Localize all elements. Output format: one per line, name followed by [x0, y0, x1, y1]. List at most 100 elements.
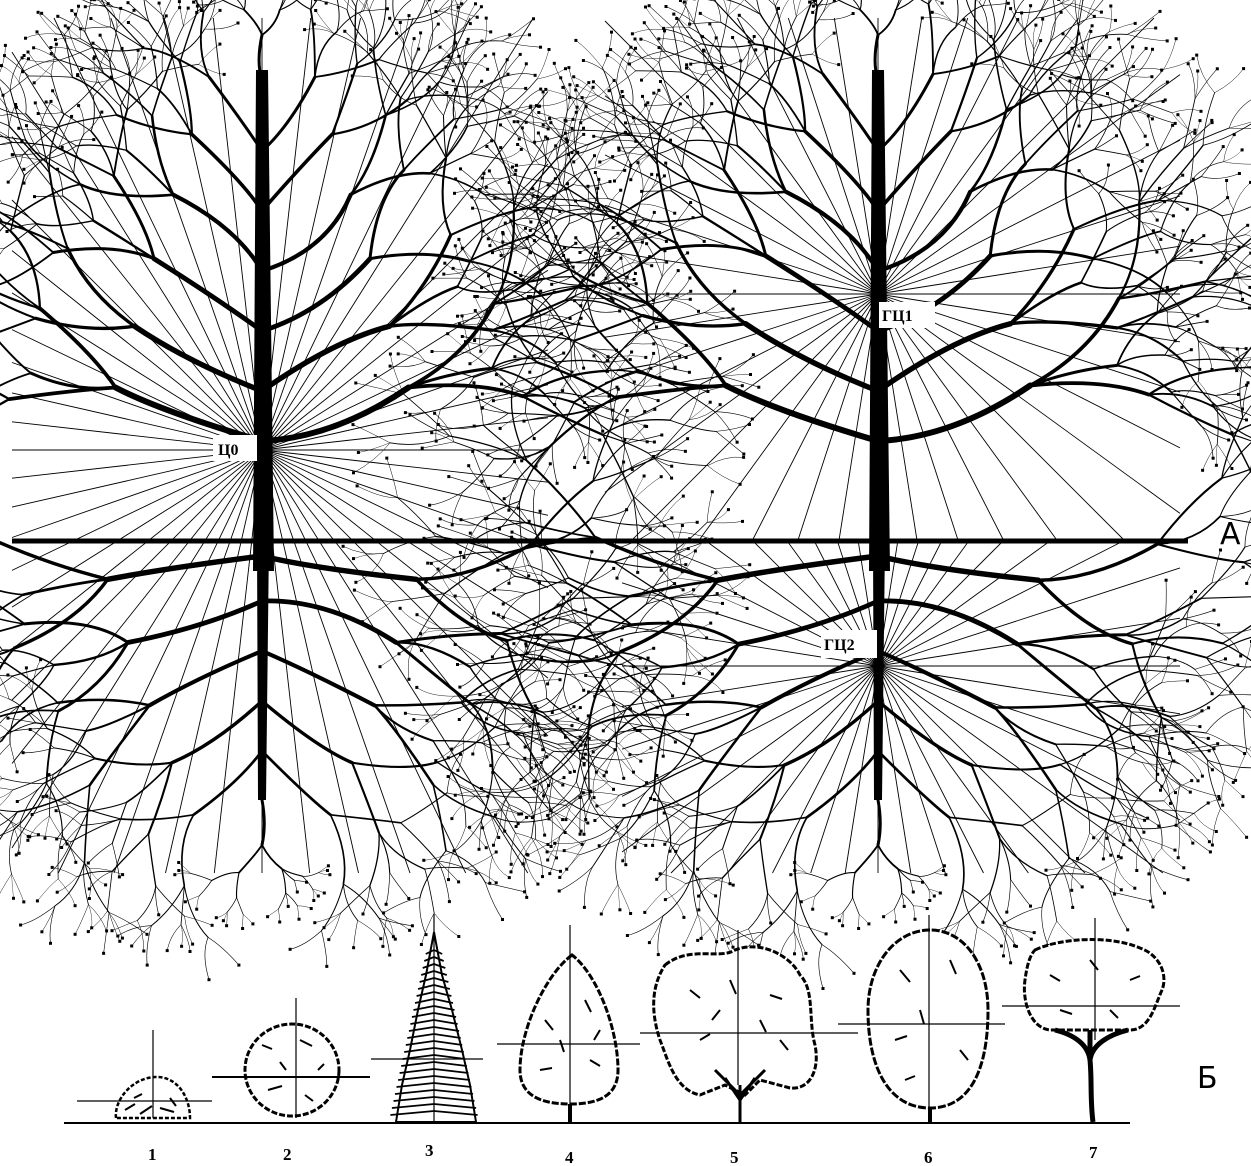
branch — [51, 74, 64, 114]
branch — [509, 805, 532, 818]
bud — [399, 607, 402, 610]
branch — [517, 758, 537, 765]
branch — [514, 89, 541, 116]
bud — [1171, 124, 1174, 127]
branch — [294, 880, 306, 882]
bud — [76, 74, 79, 77]
branch — [324, 913, 341, 928]
bud — [93, 0, 96, 1]
bud — [486, 453, 489, 456]
bud — [189, 950, 192, 953]
bud — [492, 399, 495, 402]
branch — [1010, 283, 1081, 324]
branch — [37, 879, 58, 901]
bud — [515, 825, 518, 828]
bud — [394, 938, 397, 941]
bud — [469, 362, 472, 365]
branch — [452, 41, 502, 53]
bud — [579, 304, 582, 307]
branch — [1017, 644, 1095, 708]
bud — [741, 384, 744, 387]
bud — [26, 839, 29, 842]
branch — [520, 662, 548, 685]
bud — [443, 262, 446, 265]
bud — [600, 913, 603, 916]
branch — [0, 253, 53, 287]
branch — [664, 27, 690, 29]
bud — [492, 844, 495, 847]
bud — [833, 32, 836, 35]
branch — [1154, 656, 1195, 669]
branch — [262, 326, 390, 391]
radial-line — [262, 450, 548, 515]
branch — [552, 445, 557, 483]
bud — [593, 796, 596, 799]
bud — [565, 138, 568, 141]
bud — [552, 195, 555, 198]
branch — [25, 622, 128, 642]
branch — [1175, 327, 1215, 347]
bud — [461, 314, 464, 317]
branch — [94, 58, 99, 82]
branch — [1247, 751, 1251, 778]
branch — [578, 87, 594, 112]
bud — [486, 795, 489, 798]
bud — [411, 738, 414, 741]
bud — [622, 461, 625, 464]
bud — [437, 524, 440, 527]
bud — [80, 68, 83, 71]
branch — [0, 331, 31, 373]
branch — [88, 843, 112, 863]
bud — [553, 403, 556, 406]
branch — [1010, 229, 1074, 324]
bud — [157, 913, 160, 916]
bud — [39, 658, 42, 661]
bud — [1106, 92, 1109, 95]
branch — [659, 62, 672, 104]
bud — [1238, 246, 1241, 249]
bud — [1216, 742, 1219, 745]
branch — [262, 77, 315, 151]
bud — [572, 160, 575, 163]
bud — [1199, 119, 1202, 122]
bud — [121, 47, 124, 50]
bud — [146, 964, 149, 967]
branch — [17, 784, 43, 802]
bud — [1151, 117, 1154, 120]
branch — [454, 821, 482, 852]
branch — [262, 601, 396, 643]
bud — [389, 353, 392, 356]
branch — [10, 114, 56, 127]
branch — [1222, 780, 1225, 805]
bud — [565, 120, 568, 123]
branch — [1233, 278, 1251, 280]
branch — [78, 75, 94, 97]
bud — [520, 812, 523, 815]
branch — [707, 510, 728, 523]
bud — [765, 47, 768, 50]
bud — [584, 818, 587, 821]
branch — [19, 127, 46, 130]
bud — [1169, 802, 1172, 805]
bud — [397, 336, 400, 339]
bud — [56, 15, 59, 18]
bud — [22, 751, 25, 754]
bud — [582, 127, 585, 130]
branch — [303, 873, 319, 877]
bud — [529, 295, 532, 298]
branch — [194, 751, 263, 815]
branch — [0, 45, 5, 79]
bud — [491, 655, 494, 658]
bud — [74, 861, 77, 864]
bud — [714, 571, 717, 574]
bud — [510, 536, 513, 539]
branch — [0, 119, 8, 137]
branch — [483, 100, 487, 124]
bud — [178, 6, 181, 9]
bud — [266, 915, 269, 918]
bud — [325, 965, 328, 968]
bud — [492, 612, 495, 615]
bud — [1225, 179, 1228, 182]
bud — [590, 550, 593, 553]
bud — [525, 896, 528, 899]
